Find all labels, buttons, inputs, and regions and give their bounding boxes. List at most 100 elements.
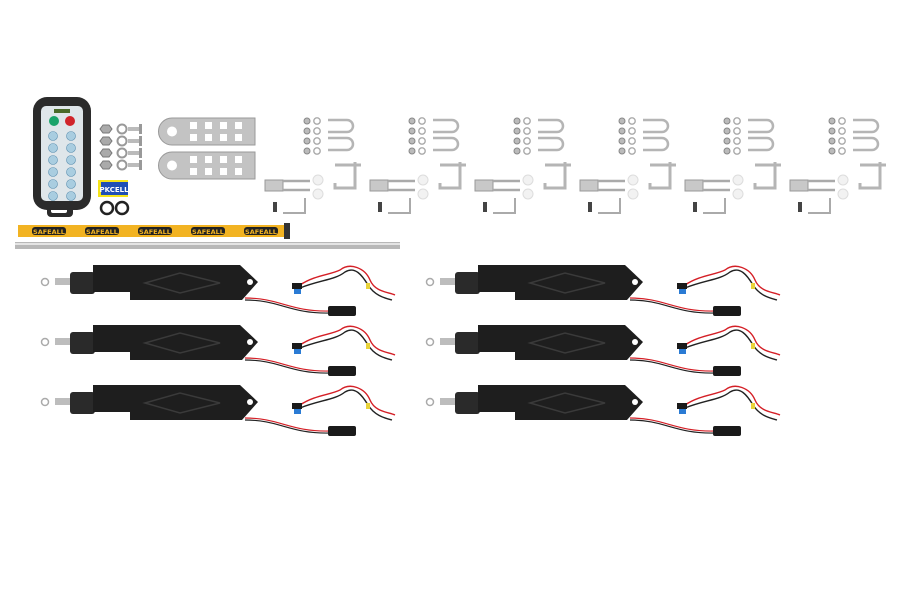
- steel-rod: [15, 242, 400, 249]
- clevis-fork: [493, 179, 520, 192]
- strap-logo: SAFEALL: [33, 228, 65, 236]
- cable-tie: [366, 403, 370, 409]
- washer: [628, 117, 636, 125]
- pin: [703, 198, 726, 214]
- clip: [273, 202, 277, 212]
- remote-control: [33, 97, 91, 217]
- nylon-washer: [732, 174, 744, 186]
- clevis-fork: [598, 179, 625, 192]
- bracket: [438, 162, 466, 190]
- bolt: [128, 127, 140, 131]
- wire: [629, 417, 716, 432]
- connector: [328, 426, 356, 436]
- diamond-emboss: [527, 392, 606, 414]
- nylon-washer: [312, 174, 324, 186]
- hex-nut: [99, 160, 113, 170]
- motor-housing: [70, 392, 95, 414]
- nut: [408, 117, 416, 125]
- nut: [303, 137, 311, 145]
- piston-rod: [440, 398, 460, 405]
- strap-logo: SAFEALL: [139, 228, 171, 236]
- harness-connector: [292, 343, 302, 349]
- linear-actuator: [40, 265, 396, 316]
- clip: [588, 202, 592, 212]
- washer: [628, 147, 636, 155]
- u-bolt: [433, 118, 460, 134]
- u-bolt: [538, 118, 565, 134]
- bracket: [858, 162, 886, 190]
- remote-button: [48, 167, 58, 177]
- strap-logo-badge: [32, 227, 66, 235]
- washer: [418, 117, 426, 125]
- diamond-emboss: [527, 272, 606, 294]
- strap-logo-badge: [191, 227, 225, 235]
- clip: [693, 202, 697, 212]
- u-bolt: [538, 136, 565, 152]
- clevis-fork: [808, 179, 835, 192]
- nylon-washer: [417, 188, 429, 200]
- diamond-emboss: [527, 332, 606, 354]
- u-bolt: [853, 118, 880, 134]
- mounting-plate: [158, 151, 256, 180]
- actuator-body: [478, 325, 643, 360]
- bolt-head: [139, 124, 142, 134]
- wire: [244, 357, 331, 372]
- actuator-body: [93, 325, 258, 360]
- washer: [116, 159, 128, 171]
- nut: [723, 117, 731, 125]
- retaining-clip: [425, 397, 435, 407]
- bracket: [753, 162, 781, 190]
- nut: [618, 137, 626, 145]
- clevis-fork: [388, 179, 415, 192]
- retaining-clip: [40, 277, 50, 287]
- clevis: [579, 179, 599, 192]
- wire: [244, 359, 331, 374]
- cable-tie: [751, 403, 755, 409]
- harness-connector-blue: [679, 349, 686, 354]
- nut: [723, 137, 731, 145]
- cable-tie: [751, 343, 755, 349]
- bolt-set: [99, 123, 142, 171]
- washer: [628, 127, 636, 135]
- mounting-plate: [158, 117, 256, 146]
- wire: [629, 419, 716, 434]
- remote-button: [48, 155, 58, 165]
- wire: [244, 299, 331, 314]
- nut: [828, 127, 836, 135]
- washer: [116, 123, 128, 135]
- bolt-head: [139, 148, 142, 158]
- harness-connector: [292, 283, 302, 289]
- nut: [828, 137, 836, 145]
- piston-rod: [55, 278, 75, 285]
- strap-logo-badge: [244, 227, 278, 235]
- nut: [408, 147, 416, 155]
- harness-connector: [677, 283, 687, 289]
- nut: [513, 117, 521, 125]
- mounting-ear-hole: [247, 339, 253, 345]
- nut: [723, 127, 731, 135]
- harness-connector: [292, 403, 302, 409]
- actuator-body: [478, 385, 643, 420]
- battery: PKCELL: [98, 180, 129, 197]
- pin: [598, 198, 621, 214]
- nut: [513, 147, 521, 155]
- wire: [244, 419, 331, 434]
- nut: [828, 147, 836, 155]
- wire: [629, 359, 716, 374]
- harness-connector: [677, 403, 687, 409]
- piston-rod: [55, 398, 75, 405]
- harness-wire: [684, 325, 781, 356]
- lock-washer: [99, 200, 115, 216]
- diamond-emboss: [142, 272, 221, 294]
- harness-wire: [684, 385, 781, 416]
- u-bolt: [328, 136, 355, 152]
- nylon-washer: [627, 188, 639, 200]
- clip: [798, 202, 802, 212]
- mounting-ear-hole: [247, 399, 253, 405]
- nut: [408, 137, 416, 145]
- piston-rod: [440, 338, 460, 345]
- washer: [733, 127, 741, 135]
- bolt: [128, 139, 140, 143]
- harness-wire: [684, 329, 778, 361]
- motor-housing: [455, 272, 480, 294]
